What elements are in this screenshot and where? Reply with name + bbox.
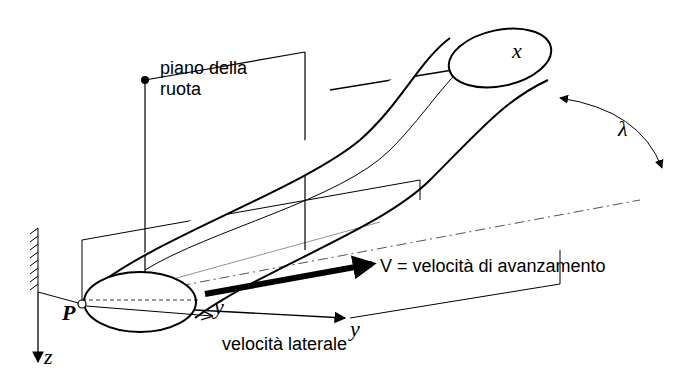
contact-point — [78, 300, 86, 308]
plane-dot — [141, 76, 149, 84]
axis-label: z — [44, 344, 53, 369]
point-label: P — [62, 300, 75, 325]
tyre — [82, 20, 557, 332]
velocity-label: V = velocità di avanzamento — [380, 256, 606, 277]
lateral-speed-symbol: ẏ — [214, 294, 224, 319]
plane-label: piano della ruota — [160, 58, 260, 99]
lateral-velocity-arrow — [86, 306, 212, 316]
z-axis — [37, 292, 38, 362]
lateral-velocity-label: velocità laterale — [222, 334, 347, 355]
axis-label: x — [512, 38, 522, 63]
ground-wall — [30, 228, 38, 292]
angle-label: λ — [618, 116, 628, 141]
velocity-arrow — [205, 264, 372, 294]
axis-label: y — [350, 316, 360, 341]
lambda-arc — [560, 98, 662, 168]
